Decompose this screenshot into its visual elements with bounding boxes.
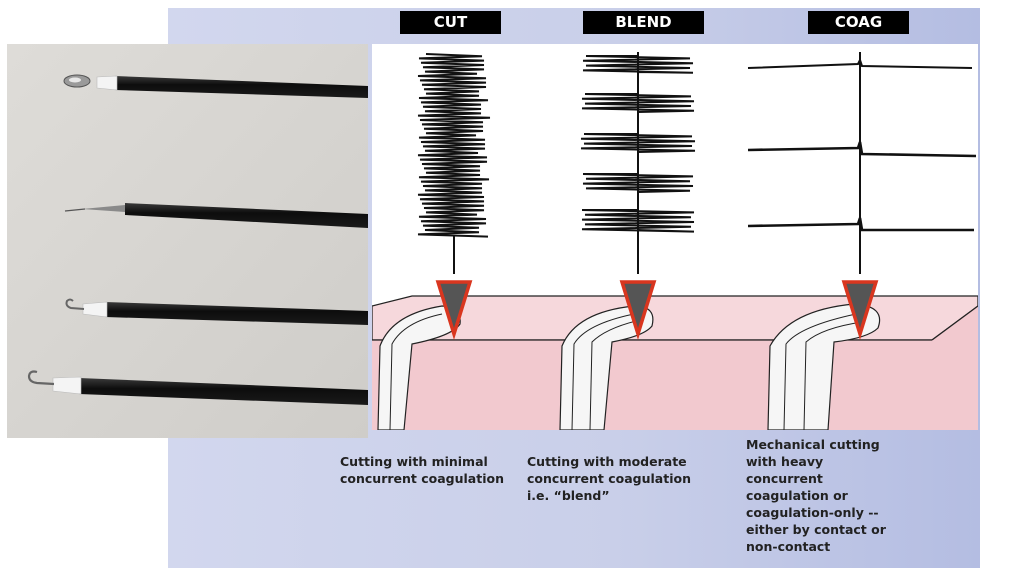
ball-loop-electrode-icon <box>63 74 368 98</box>
coag-incision <box>767 303 881 430</box>
coag-mode-label: COAG <box>808 11 909 34</box>
cut-electrode-arrow <box>435 280 473 340</box>
caption-line: with heavy <box>746 454 824 469</box>
blend-mode-label: BLEND <box>583 11 704 34</box>
caption-line: either by contact or <box>746 522 886 537</box>
cut-caption: Cutting with minimal concurrent coagulat… <box>340 453 510 487</box>
j-hook-electrode-icon <box>27 370 368 405</box>
caption-line: concurrent coagulation <box>527 471 691 486</box>
blend-electrode-arrow <box>619 280 657 340</box>
needle-electrode-icon <box>64 203 368 228</box>
coag-electrode-arrow <box>841 280 879 340</box>
caption-line: non-contact <box>746 539 831 554</box>
electrode-photo <box>7 44 368 438</box>
blend-waveform <box>580 52 696 274</box>
cut-mode-label: CUT <box>400 11 501 34</box>
cut-waveform <box>417 53 491 274</box>
caption-line: concurrent <box>746 471 823 486</box>
tissue-block <box>372 295 978 430</box>
blend-caption: Cutting with moderate concurrent coagula… <box>527 453 697 504</box>
caption-line: Cutting with minimal <box>340 454 488 469</box>
caption-line: Cutting with moderate <box>527 454 687 469</box>
blend-incision <box>559 305 654 430</box>
waveform-tissue-diagram <box>372 44 978 430</box>
coag-caption: Mechanical cutting with heavy concurrent… <box>746 436 916 555</box>
caption-line: coagulation or <box>746 488 848 503</box>
coag-waveform <box>747 52 977 274</box>
caption-line: concurrent coagulation <box>340 471 504 486</box>
caption-line: i.e. “blend” <box>527 488 610 503</box>
caption-line: coagulation-only -- <box>746 505 879 520</box>
caption-line: Mechanical cutting <box>746 437 880 452</box>
hook-electrode-icon <box>65 298 368 325</box>
